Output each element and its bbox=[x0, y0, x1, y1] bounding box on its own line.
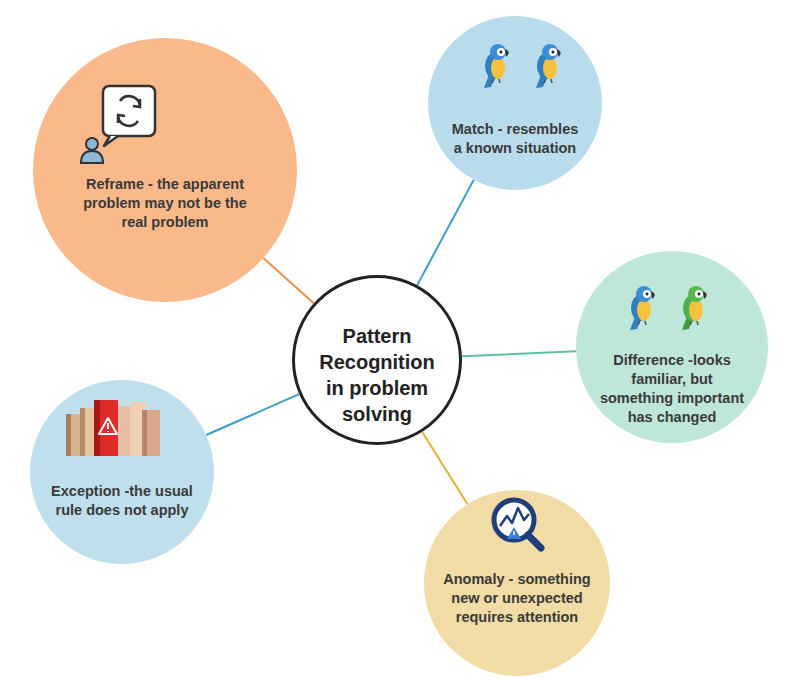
category-circle: Match - resembles a known situation bbox=[428, 16, 602, 190]
circle-fill bbox=[576, 251, 768, 443]
category-label: Reframe - the apparent problem may not b… bbox=[71, 175, 259, 232]
center-title: Pattern Recognition in problem solving bbox=[312, 323, 442, 427]
category-circle: Reframe - the apparent problem may not b… bbox=[33, 38, 297, 302]
category-circle: Anomaly - something new or unexpected re… bbox=[424, 490, 610, 676]
circle-fill bbox=[33, 38, 297, 302]
category-label: Exception -the usual rule does not apply bbox=[42, 482, 202, 520]
circle-fill bbox=[294, 277, 461, 444]
category-label: Difference -looks familiar, but somethin… bbox=[594, 351, 750, 428]
center-circle: Pattern Recognition in problem solving bbox=[292, 275, 462, 445]
category-label: Anomaly - something new or unexpected re… bbox=[434, 570, 600, 627]
connector-line bbox=[417, 180, 474, 285]
circle-fill bbox=[30, 380, 214, 564]
category-circle: Difference -looks familiar, but somethin… bbox=[576, 251, 768, 443]
connector-line bbox=[206, 394, 299, 435]
category-label: Match - resembles a known situation bbox=[447, 120, 583, 158]
circle-fill bbox=[424, 490, 610, 676]
connector-line bbox=[263, 258, 313, 303]
circle-outline bbox=[30, 380, 214, 564]
circle-outline bbox=[33, 38, 297, 302]
connector-line bbox=[462, 351, 576, 356]
connector-line bbox=[422, 432, 467, 504]
circle-outline bbox=[428, 16, 602, 190]
category-circle: Exception -the usual rule does not apply bbox=[30, 380, 214, 564]
circle-fill bbox=[428, 16, 602, 190]
